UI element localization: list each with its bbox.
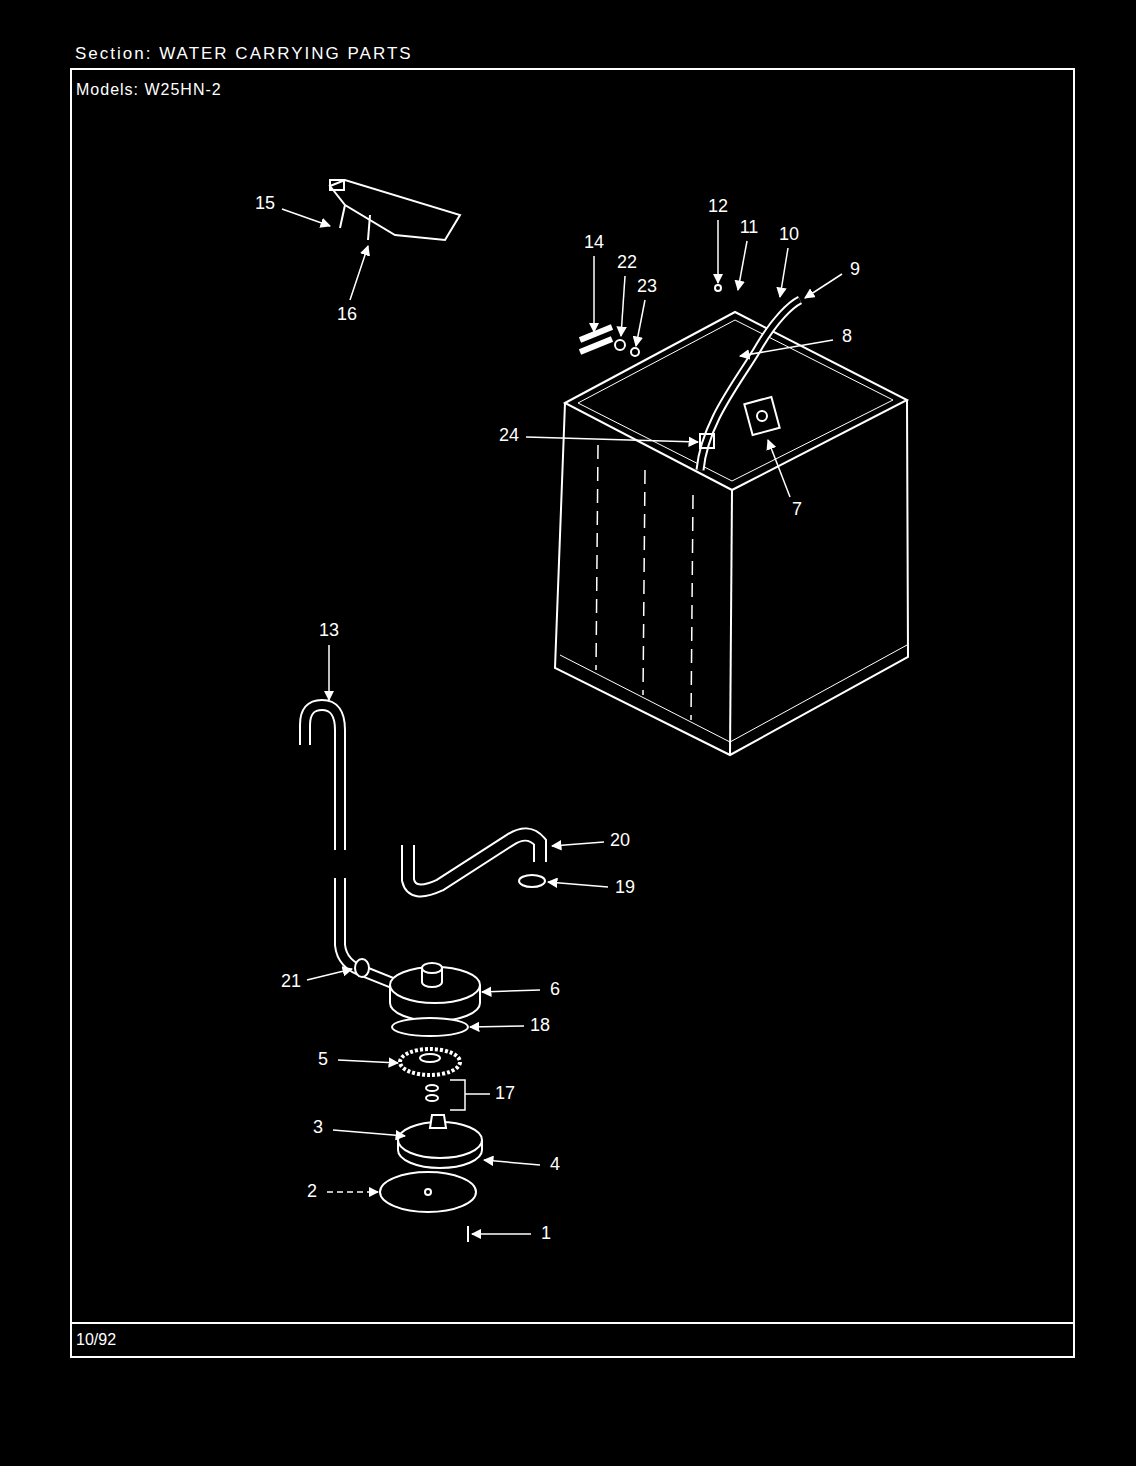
callout-number: 2 (307, 1182, 317, 1202)
callout-number: 5 (318, 1050, 328, 1070)
callout-number: 20 (610, 831, 630, 851)
callout-number: 23 (637, 277, 657, 297)
page-frame (71, 69, 1074, 1357)
leader-lines (282, 209, 842, 1234)
washer-cabinet (555, 312, 908, 755)
callout-number: 6 (550, 980, 560, 1000)
hose-bracket (330, 180, 460, 240)
callout-number: 22 (617, 253, 637, 273)
callout-number: 4 (550, 1155, 560, 1175)
callout-number: 3 (313, 1118, 323, 1138)
callout-number: 21 (281, 972, 301, 992)
callout-number: 1 (541, 1224, 551, 1244)
callout-number: 14 (584, 233, 604, 253)
callout-number: 19 (615, 878, 635, 898)
drain-hose (305, 705, 410, 990)
callout-number: 11 (740, 218, 759, 238)
callout-number: 12 (708, 197, 728, 217)
callout-number: 18 (530, 1016, 550, 1036)
date-code: 10/92 (76, 1331, 116, 1349)
callout-number: 15 (255, 194, 275, 214)
callout-number: 9 (850, 260, 860, 280)
section-title: Section: WATER CARRYING PARTS (75, 45, 413, 64)
callout-number: 13 (319, 621, 339, 641)
callout-number: 24 (499, 426, 519, 446)
pump-hose (408, 834, 545, 890)
callout-number: 16 (337, 305, 357, 325)
pump-assembly (355, 959, 482, 1242)
callout-number: 17 (495, 1084, 515, 1104)
callout-number: 10 (779, 225, 799, 245)
footer-rule (71, 1322, 1074, 1324)
model-line: Models: W25HN-2 (76, 81, 222, 99)
callout-number: 8 (842, 327, 852, 347)
callout-number: 7 (792, 500, 802, 520)
